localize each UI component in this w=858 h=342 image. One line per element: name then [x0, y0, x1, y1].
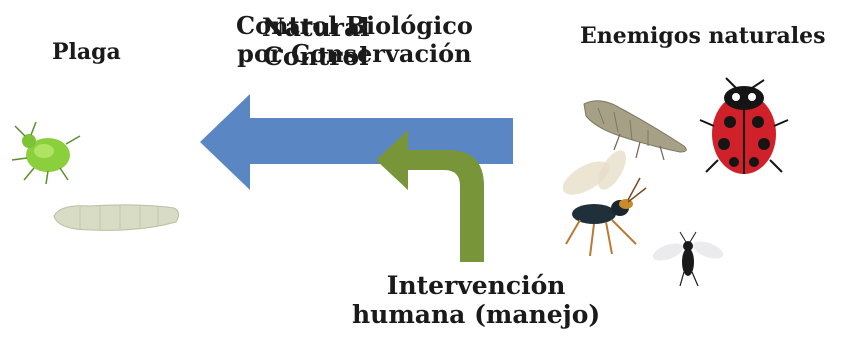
aphid-icon [11, 121, 81, 185]
human-intervention-label: Intervención humana (manejo) [352, 271, 601, 329]
natural-control-arrow [200, 94, 513, 190]
natural-control-label: Natural Control [262, 13, 370, 71]
conservation-biological-control-label: Control Biológico por Conservación [236, 11, 473, 68]
larva-icon [53, 204, 180, 231]
lacewing-larva-icon [583, 100, 687, 161]
pest-label: Plaga [52, 39, 121, 65]
small-wasp-icon [652, 231, 724, 287]
human-intervention-arrow [376, 130, 484, 262]
ladybug-icon [699, 77, 789, 174]
natural-enemies-label: Enemigos naturales [580, 23, 826, 49]
wasp-icon [562, 150, 647, 257]
